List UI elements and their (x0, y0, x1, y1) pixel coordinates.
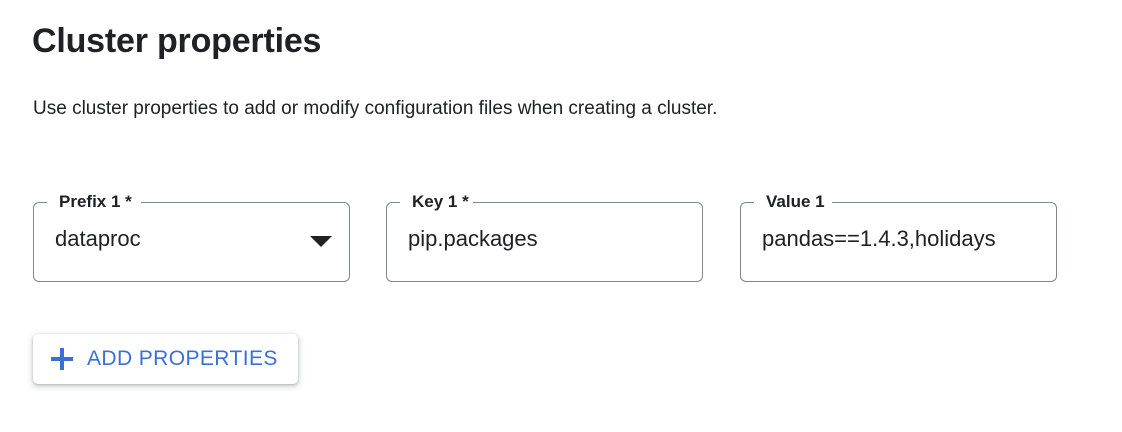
key-field-label: Key 1 * (408, 191, 473, 213)
prefix-select-field[interactable]: Prefix 1 * dataproc (33, 191, 350, 282)
page-description: Use cluster properties to add or modify … (33, 98, 718, 119)
add-properties-button-label: ADD PROPERTIES (87, 347, 278, 370)
value-field-label: Value 1 (762, 191, 829, 213)
page-title: Cluster properties (32, 22, 322, 60)
value-text-field[interactable]: Value 1 pandas==1.4.3,holidays (740, 191, 1057, 282)
plus-icon (51, 348, 73, 370)
key-text-field[interactable]: Key 1 * pip.packages (386, 191, 703, 282)
add-properties-button[interactable]: ADD PROPERTIES (33, 334, 298, 384)
value-field-value[interactable]: pandas==1.4.3,holidays (762, 226, 996, 251)
dropdown-arrow-icon[interactable] (310, 236, 332, 247)
cluster-properties-row: Prefix 1 * dataproc Key 1 * pip.packages (33, 191, 1093, 282)
prefix-field-label: Prefix 1 * (55, 191, 136, 213)
prefix-field-value[interactable]: dataproc (55, 226, 141, 251)
key-field-value[interactable]: pip.packages (408, 226, 538, 251)
